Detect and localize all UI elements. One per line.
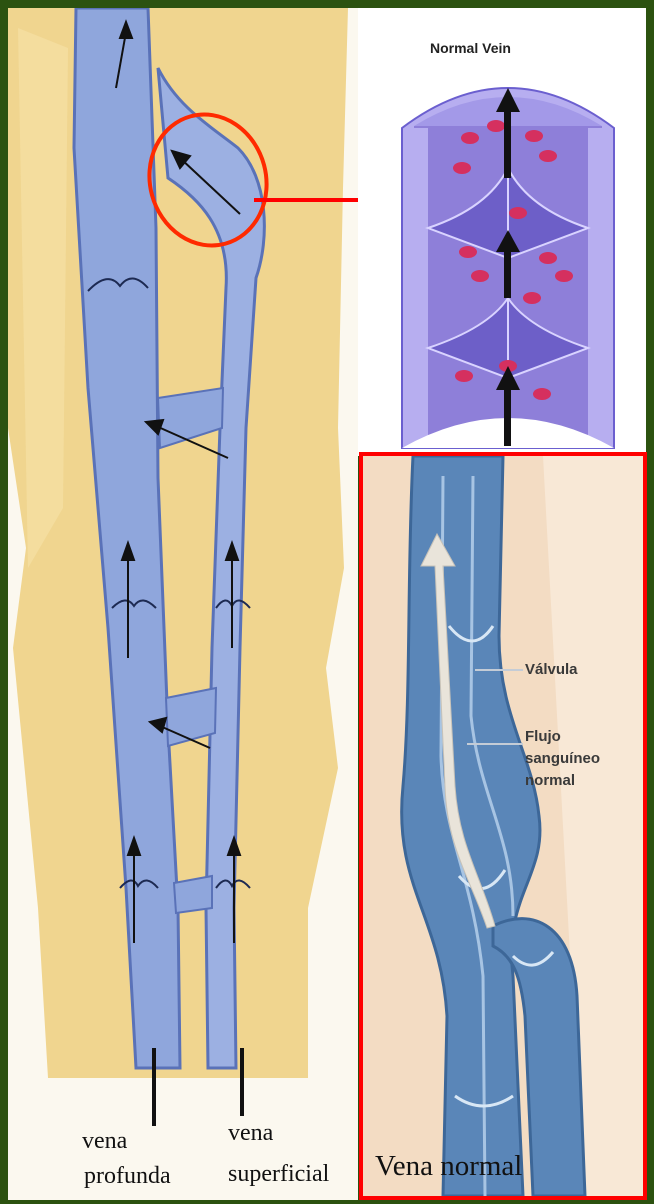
annotation-valvula: Válvula — [525, 659, 578, 680]
caption-vena-normal: Vena normal — [375, 1150, 522, 1183]
perforator-3 — [174, 876, 212, 913]
normal-vein-title: Normal Vein — [430, 40, 511, 56]
vena-normal-illustration: Válvula Flujo sanguíneo normal Vena norm… — [359, 452, 647, 1200]
label-vena-profunda-1: vena — [82, 1128, 127, 1155]
annotation-flujo-3: normal — [525, 770, 575, 791]
label-vena-superficial-2: superficial — [228, 1161, 329, 1188]
vena-normal-drawing — [363, 456, 643, 1196]
annotation-flujo-2: sanguíneo — [525, 748, 600, 769]
normal-vein-illustration: Normal Vein — [358, 8, 646, 456]
label-vena-superficial-1: vena — [228, 1120, 273, 1147]
annotation-flujo-1: Flujo — [525, 726, 561, 747]
label-vena-profunda-2: profunda — [84, 1163, 171, 1190]
normal-vein-drawing — [358, 8, 646, 456]
